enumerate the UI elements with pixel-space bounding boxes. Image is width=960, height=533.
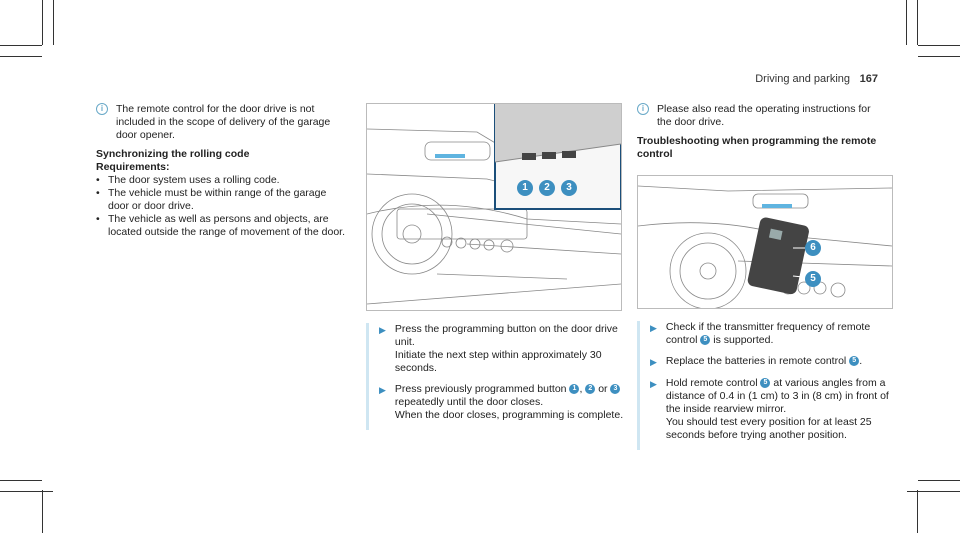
step-3: ▶ Hold remote control 5 at various angle…: [650, 377, 895, 442]
right-column-top: i Please also read the operating instruc…: [637, 103, 887, 161]
callout-badge: 2: [585, 384, 596, 395]
step-text-part: repeatedly until the door closes.: [394, 396, 544, 408]
requirements-list: The door system uses a rolling code. The…: [96, 174, 346, 239]
step-text: Initiate the next step within approximat…: [394, 349, 602, 374]
list-item: The vehicle as well as persons and objec…: [96, 213, 346, 239]
step-text: Press previously programmed button 1, 2 …: [395, 383, 624, 409]
crop-mark: [918, 56, 960, 57]
step-arrow-icon: ▶: [379, 385, 386, 395]
step-text-part: or: [598, 383, 608, 395]
section-heading: Troubleshooting when programming the rem…: [637, 135, 877, 160]
crop-mark: [0, 56, 42, 57]
step-arrow-icon: ▶: [650, 323, 657, 333]
crop-mark: [53, 0, 54, 45]
crop-mark: [42, 490, 43, 533]
crop-mark: [42, 0, 43, 45]
step-2: ▶ Replace the batteries in remote contro…: [650, 355, 895, 369]
step-text: You should test every position for at le…: [665, 416, 872, 441]
remote-figure: 6 5: [637, 175, 893, 309]
programming-steps: ▶ Press the programming button on the do…: [366, 323, 624, 430]
section-heading: Synchronizing the rolling code: [96, 148, 250, 160]
crop-mark: [907, 491, 960, 492]
callout-2: 2: [539, 180, 555, 196]
left-column: i The remote control for the door drive …: [96, 103, 346, 239]
step-arrow-icon: ▶: [379, 325, 386, 335]
step-text: Hold remote control 5 at various angles …: [666, 377, 895, 416]
step-text-part: is supported.: [713, 334, 774, 346]
step-text: Check if the transmitter frequency of re…: [666, 321, 895, 347]
step-text: Replace the batteries in remote control …: [666, 355, 862, 369]
requirements-heading: Requirements:: [96, 161, 170, 173]
crop-mark: [918, 480, 960, 481]
dashboard-illustration: [367, 104, 621, 305]
step-1: ▶ Press the programming button on the do…: [379, 323, 624, 375]
section-title: Driving and parking: [755, 73, 850, 85]
step-2: ▶ Press previously programmed button 1, …: [379, 383, 624, 422]
crop-mark: [0, 45, 42, 46]
info-note: i The remote control for the door drive …: [96, 103, 346, 142]
step-1: ▶ Check if the transmitter frequency of …: [650, 321, 895, 347]
step-arrow-icon: ▶: [650, 379, 657, 389]
crop-mark: [918, 45, 960, 46]
step-text-part: ,: [579, 383, 583, 395]
crop-mark: [906, 0, 907, 45]
mirror-figure: 1 2 3: [366, 103, 622, 311]
step-text-part: at various angles from a distance of 0.4…: [665, 377, 889, 415]
callout-5: 5: [805, 271, 821, 287]
step-text-part: Press previously programmed button: [394, 383, 567, 395]
note-text: Please also read the operating instructi…: [657, 103, 871, 128]
crop-mark: [917, 0, 918, 45]
callout-1: 1: [517, 180, 533, 196]
callout-badge: 5: [849, 356, 860, 367]
step-text-part: Hold remote control: [665, 377, 758, 389]
troubleshooting-steps: ▶ Check if the transmitter frequency of …: [637, 321, 895, 450]
info-icon: i: [96, 103, 108, 115]
list-item: The door system uses a rolling code.: [96, 174, 346, 187]
step-text-part: Replace the batteries in remote control: [665, 355, 847, 367]
crop-mark: [0, 480, 42, 481]
step-text: When the door closes, programming is com…: [394, 409, 624, 421]
info-icon: i: [637, 103, 649, 115]
callout-6: 6: [805, 240, 821, 256]
step-text-part: .: [859, 355, 863, 367]
callout-badge: 5: [760, 378, 771, 389]
info-note: i Please also read the operating instruc…: [637, 103, 887, 129]
step-text-part: Check if the transmitter frequency of re…: [665, 321, 871, 346]
note-text: The remote control for the door drive is…: [116, 103, 331, 141]
callout-3: 3: [561, 180, 577, 196]
crop-mark: [0, 491, 53, 492]
page-number: 167: [859, 73, 878, 85]
step-text: Press the programming button on the door…: [394, 323, 618, 348]
step-arrow-icon: ▶: [650, 357, 657, 367]
callout-badge: 1: [569, 384, 580, 395]
crop-mark: [917, 490, 918, 533]
list-item: The vehicle must be within range of the …: [96, 187, 346, 213]
callout-badge: 3: [610, 384, 621, 395]
remote-illustration: [638, 185, 892, 308]
callout-badge: 5: [700, 335, 711, 346]
